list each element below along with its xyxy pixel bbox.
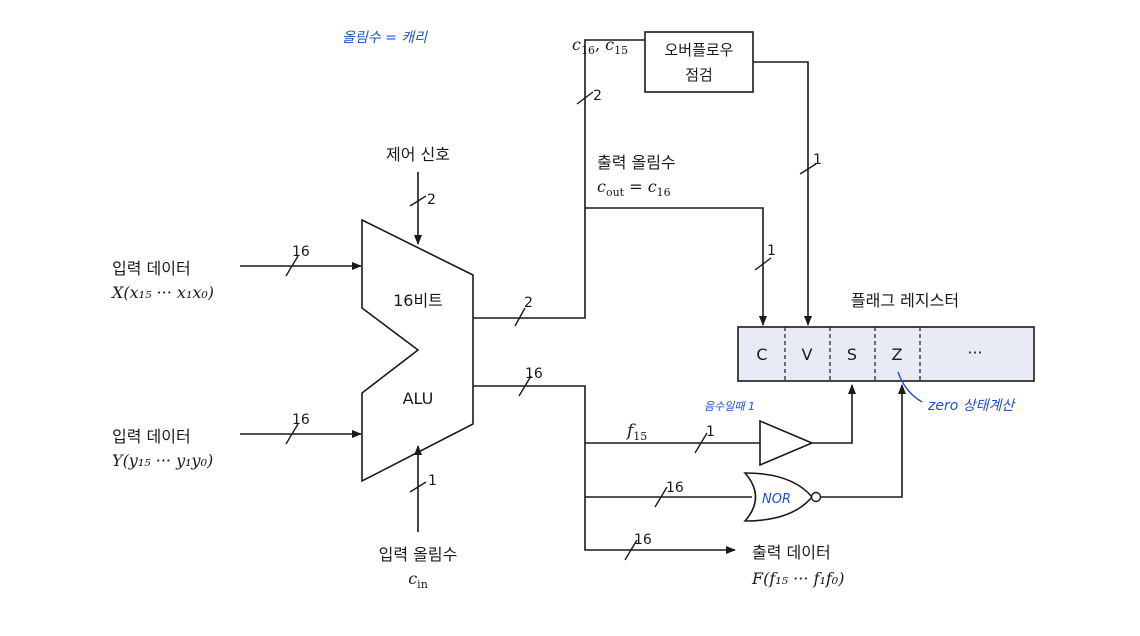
input-y-label: 입력 데이터 [112, 427, 191, 446]
sign-to-s-wire [812, 384, 856, 444]
flag-register [737, 326, 1035, 382]
nor-to-z-wire [821, 384, 906, 498]
carry-out-wire [585, 207, 767, 326]
to-nor-bus-width: 16 [666, 480, 684, 496]
flag-more: ··· [967, 343, 982, 362]
carry-in-symbol: cin [408, 569, 428, 591]
to-nor-bus-tick [654, 486, 668, 508]
carry-note: 올림수 = 캐리 [342, 30, 428, 46]
alu-carry-bus-width: 2 [524, 295, 533, 311]
carry-to-c-bus-tick [754, 257, 772, 271]
input-y-formula: Y(y₁₅ ··· y₁y₀) [112, 451, 213, 470]
alu-carry-bus-tick [514, 307, 526, 327]
to-output-bus-width: 16 [634, 532, 652, 548]
carry-out-label: 출력 올림수 [597, 153, 676, 172]
input-x-bus-tick [285, 255, 299, 277]
overflow-out-bus-tick [799, 163, 817, 175]
carry-in-bus-width: 1 [428, 473, 437, 489]
control-bus-tick [409, 195, 427, 207]
to-overflow-bus-tick [576, 91, 594, 105]
input-x-bus-width: 16 [292, 244, 310, 260]
carry-in-label: 입력 올림수 [379, 545, 458, 564]
alu-data-bus-width: 16 [525, 366, 543, 382]
zero-note: zero 상태계산 [927, 398, 1016, 414]
alu-top-label: 16비트 [393, 291, 443, 310]
overflow-out-bus-width: 1 [813, 152, 822, 168]
flag-s: S [847, 345, 857, 364]
alu-data-bus [473, 385, 736, 554]
alu-carry-bus [473, 39, 645, 319]
f15-bus-width: 1 [706, 424, 715, 440]
to-overflow-bus-width: 2 [593, 88, 602, 104]
input-x-formula: X(x₁₅ ··· x₁x₀) [110, 283, 214, 302]
alu-block [361, 218, 474, 483]
control-signal-label: 제어 신호 [386, 145, 450, 164]
zero-note-pointer [897, 371, 923, 403]
input-x-label: 입력 데이터 [112, 259, 191, 278]
f15-bus-tick [694, 432, 708, 454]
alu-data-bus-tick [518, 375, 532, 397]
carry-in-bus-tick [409, 481, 427, 493]
control-bus-width: 2 [427, 192, 436, 208]
overflow-out-wire [753, 61, 812, 326]
sign-note: 음수일때 1 [704, 400, 755, 413]
flag-z: Z [892, 345, 903, 364]
overflow-check-box [644, 31, 754, 93]
carry-out-formula: cout = c16 [597, 177, 671, 199]
input-y-bus-width: 16 [292, 412, 310, 428]
nor-gate [743, 472, 814, 522]
output-label: 출력 데이터 [752, 543, 831, 562]
sign-buffer [759, 419, 815, 467]
alu-bottom-label: ALU [403, 389, 434, 408]
nor-note: NOR [762, 492, 791, 507]
overflow-inputs-label: c16, c15 [572, 35, 628, 57]
carry-to-c-bus-width: 1 [767, 243, 776, 259]
output-formula: F(f₁₅ ··· f₁f₀) [751, 569, 844, 588]
input-y-bus-tick [285, 423, 299, 445]
nor-bubble [810, 491, 822, 503]
flag-register-title: 플래그 레지스터 [851, 291, 959, 310]
overflow-box-line2: 점검 [685, 66, 713, 84]
flag-c: C [756, 345, 767, 364]
f15-label: f15 [625, 421, 647, 443]
flag-v: V [802, 345, 813, 364]
to-output-bus-tick [624, 539, 638, 561]
overflow-box-line1: 오버플로우 [664, 41, 733, 59]
